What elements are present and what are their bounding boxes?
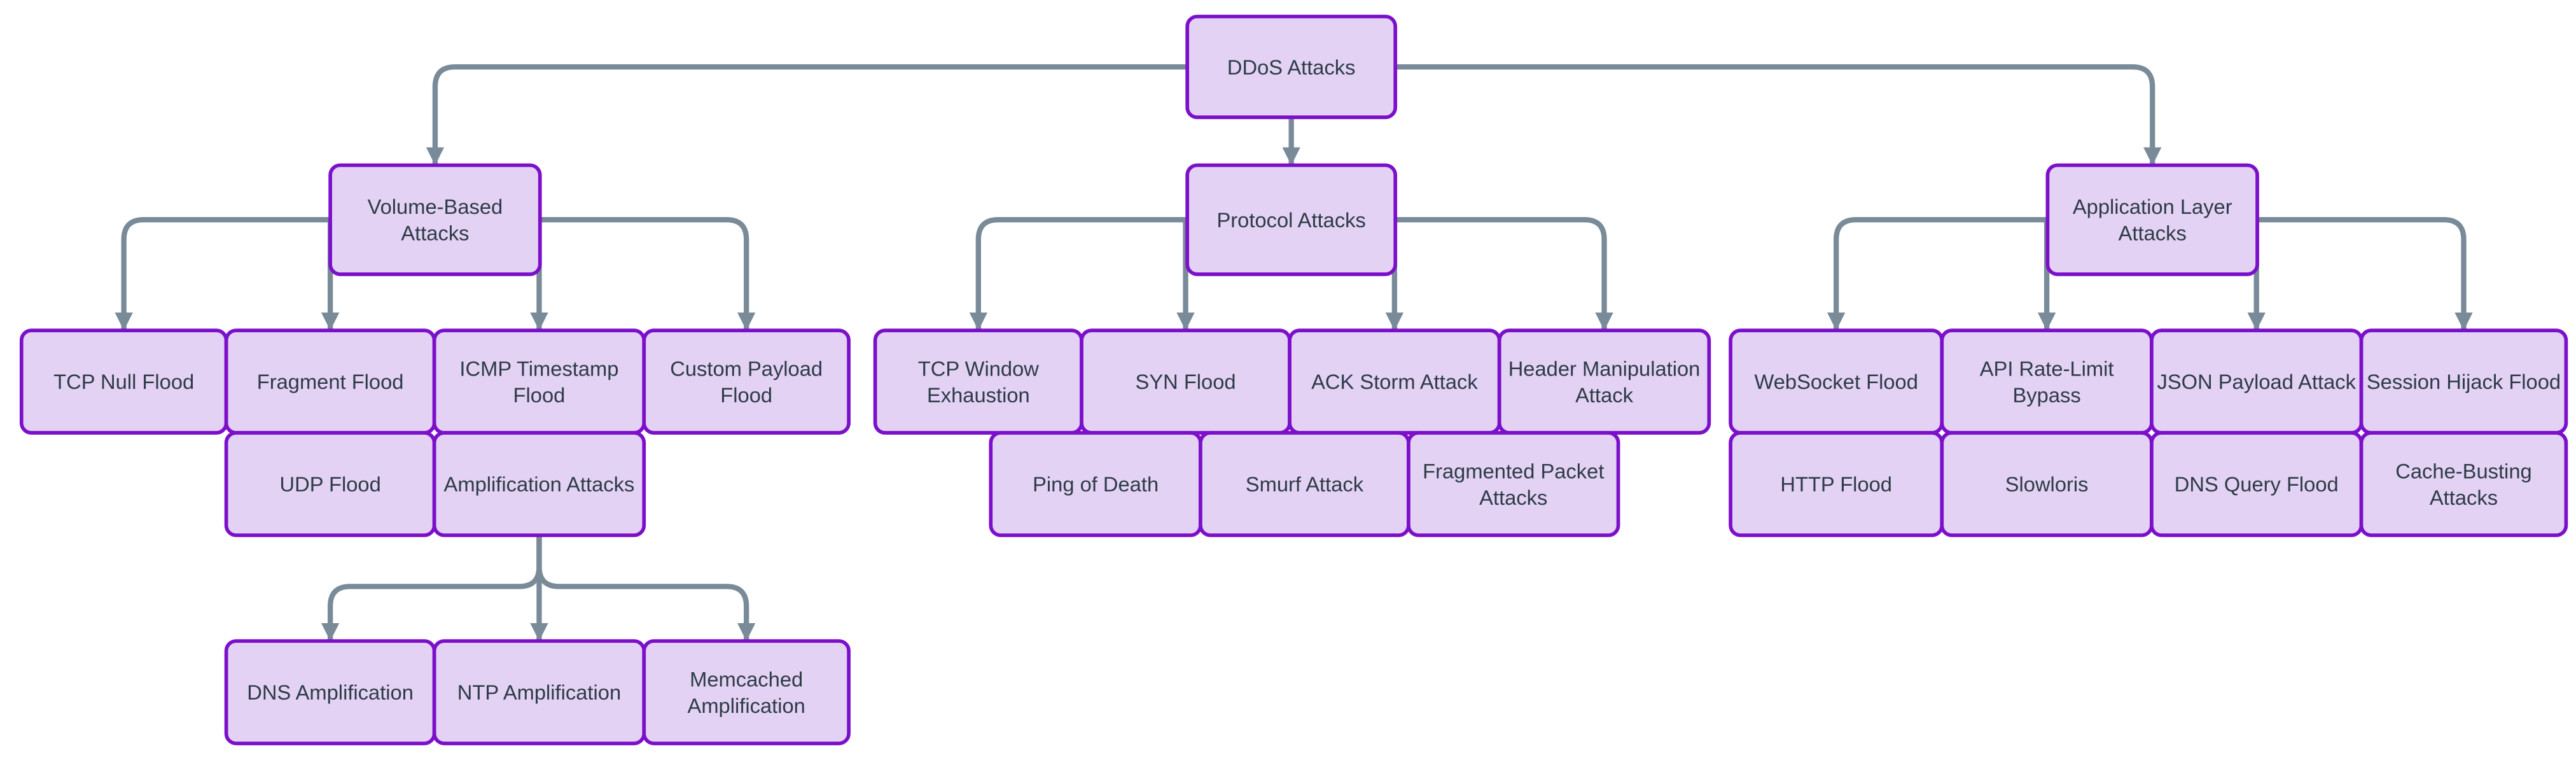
node-fragment-flood-label: Fragment Flood — [257, 370, 404, 393]
node-json-payload-attack: JSON Payload Attack — [2150, 328, 2364, 435]
node-udp-flood: UDP Flood — [224, 431, 436, 537]
node-api-rate-limit-bypass-box — [1940, 328, 2154, 435]
node-dns-query-flood: DNS Query Flood — [2150, 431, 2364, 537]
node-dns-amplification-label: DNS Amplification — [247, 680, 414, 704]
node-protocol-box — [1185, 163, 1398, 276]
node-websocket-flood-label: WebSocket Flood — [1754, 370, 1918, 393]
node-tcp-window-exhaustion-box — [873, 328, 1083, 435]
node-dns-query-flood-label: DNS Query Flood — [2175, 472, 2339, 496]
edge-volume-based-to-custom-payload-flood — [540, 217, 756, 331]
node-udp-flood-label: UDP Flood — [279, 472, 380, 496]
node-http-flood: HTTP Flood — [1729, 431, 1944, 537]
node-slowloris: Slowloris — [1940, 431, 2154, 537]
node-ddos: DDoS Attacks — [1185, 15, 1398, 120]
edge-amplification-attacks-to-dns-amplification — [321, 535, 542, 642]
node-ping-of-death: Ping of Death — [989, 431, 1202, 537]
edge-application-layer-to-websocket-flood — [1827, 217, 2048, 331]
edge-amplification-attacks-to-memcached-amplification — [536, 535, 756, 642]
node-fragment-flood: Fragment Flood — [224, 328, 436, 435]
node-tcp-null-flood: TCP Null Flood — [19, 328, 228, 435]
edge-protocol-to-tcp-window-exhaustion — [969, 217, 1188, 331]
node-ddos-label: DDoS Attacks — [1227, 55, 1356, 79]
node-amplification-attacks: Amplification Attacks — [432, 431, 646, 537]
node-smurf-attack-label: Smurf Attack — [1246, 472, 1364, 496]
node-tcp-null-flood-label: TCP Null Flood — [53, 370, 194, 393]
node-cache-busting-attacks-box — [2359, 431, 2568, 537]
node-json-payload-attack-label: JSON Payload Attack — [2157, 370, 2357, 393]
edge-protocol-to-header-manipulation-attack — [1395, 217, 1613, 331]
node-protocol: Protocol Attacks — [1185, 163, 1398, 276]
node-session-hijack-flood-label: Session Hijack Flood — [2367, 370, 2561, 393]
node-smurf-attack: Smurf Attack — [1199, 431, 1410, 537]
node-syn-flood-label: SYN Flood — [1136, 370, 1236, 393]
edge-ddos-to-application-layer — [1395, 64, 2162, 165]
node-websocket-flood: WebSocket Flood — [1729, 328, 1944, 435]
node-fragmented-packet-attacks-box — [1407, 431, 1620, 537]
node-syn-flood: SYN Flood — [1080, 328, 1291, 435]
node-ntp-amplification-label: NTP Amplification — [457, 680, 621, 704]
node-protocol-label: Protocol Attacks — [1217, 208, 1366, 232]
node-ack-storm-attack-label: ACK Storm Attack — [1311, 370, 1478, 393]
node-volume-based-box — [328, 163, 542, 276]
node-http-flood-label: HTTP Flood — [1780, 472, 1892, 496]
node-slowloris-label: Slowloris — [2005, 472, 2089, 496]
node-ping-of-death-label: Ping of Death — [1033, 472, 1159, 496]
node-icmp-timestamp-flood-box — [432, 328, 646, 435]
node-ddos-box — [1185, 15, 1398, 120]
node-memcached-amplification-box — [642, 639, 851, 745]
node-ack-storm-attack: ACK Storm Attack — [1288, 328, 1501, 435]
edge-application-layer-to-session-hijack-flood — [2257, 217, 2473, 331]
node-amplification-attacks-box — [432, 431, 646, 537]
node-custom-payload-flood-box — [642, 328, 851, 435]
node-amplification-attacks-label: Amplification Attacks — [444, 472, 635, 496]
edge-ddos-to-volume-based — [426, 64, 1188, 165]
node-dns-amplification: DNS Amplification — [224, 639, 436, 745]
node-application-layer-box — [2045, 163, 2259, 276]
node-header-manipulation-attack-box — [1497, 328, 1711, 435]
node-session-hijack-flood: Session Hijack Flood — [2359, 328, 2568, 435]
node-ntp-amplification: NTP Amplification — [432, 639, 646, 745]
edge-volume-based-to-tcp-null-flood — [115, 217, 331, 331]
